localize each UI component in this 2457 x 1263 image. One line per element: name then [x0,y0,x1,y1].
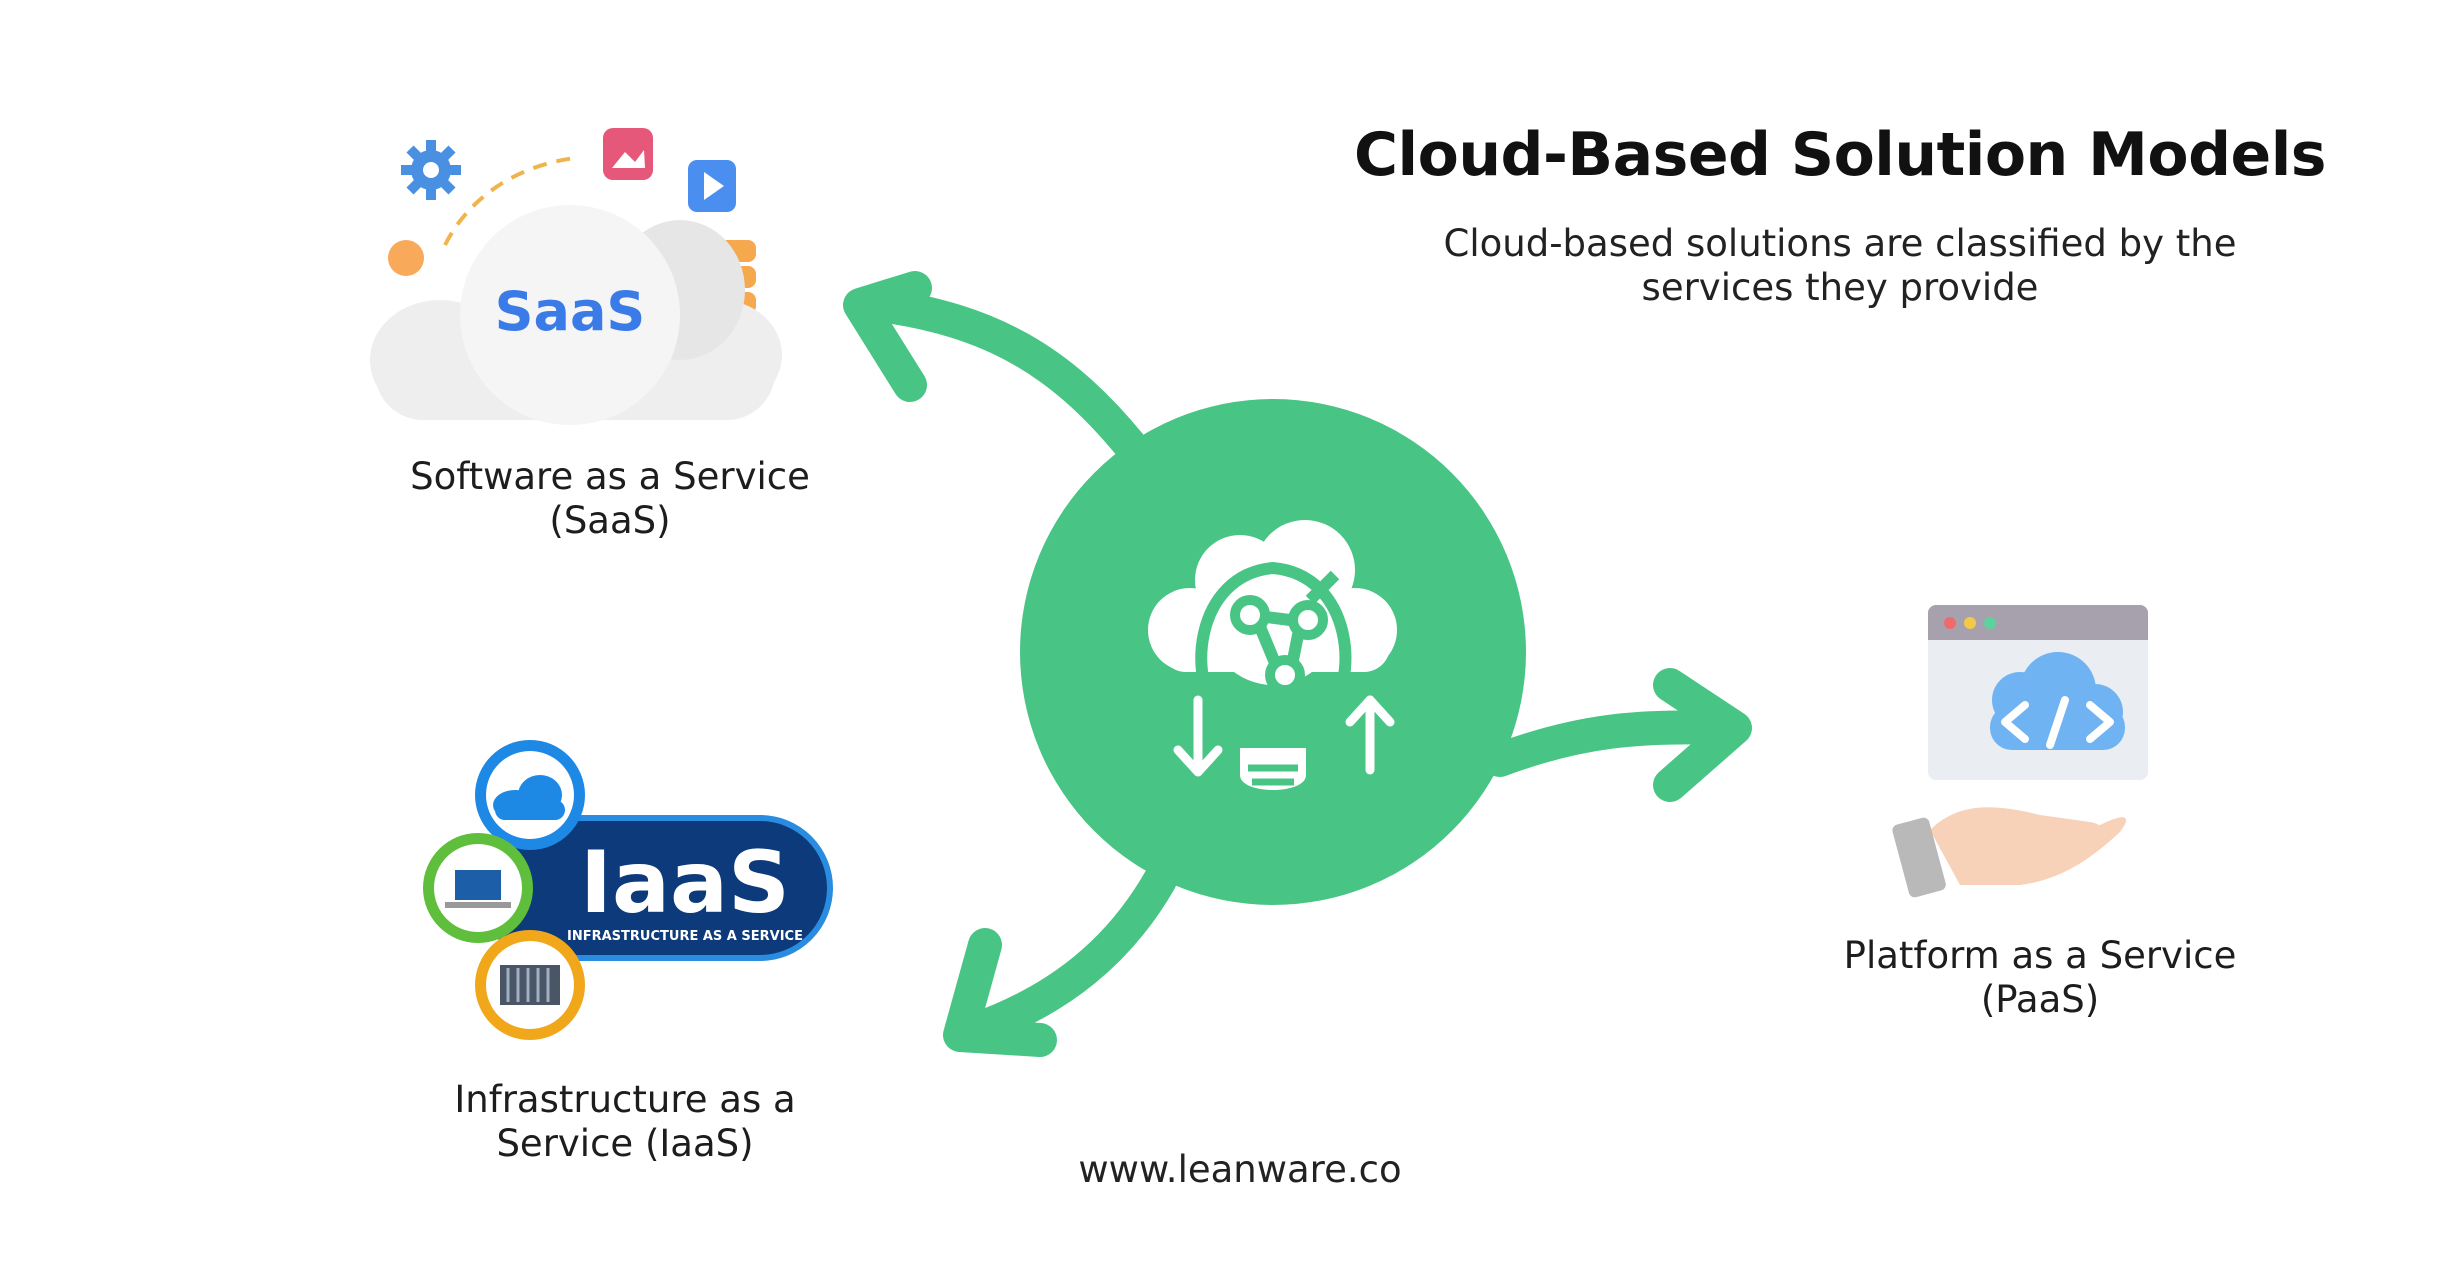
paas-label: Platform as a Service (PaaS) [1843,934,2237,1021]
page-subtitle: Cloud-based solutions are classified by … [1443,222,2237,309]
iaas-laptop-badge [423,833,533,943]
cloud-shape [370,205,782,425]
node-dots [1230,595,1328,695]
code-brackets-icon [2001,696,2114,749]
iaas-label: Infrastructure as a Service (IaaS) [454,1078,796,1165]
arrow-to-iaas [958,863,1177,1047]
arrow-to-saas [863,288,1147,462]
arrowhead-saas [843,271,932,402]
iaas-cloud-badge [475,740,585,850]
arrows-group [843,271,1752,1057]
arrow-to-paas [1483,710,1747,777]
page-title: Cloud-Based Solution Models [1354,120,2327,190]
iaas-server-badge [475,930,585,1040]
dashed-orbit [443,156,576,246]
transfer-arrows-icon [1173,695,1395,777]
iaas-icon: IaaS INFRASTRUCTURE AS A SERVICE [423,740,833,1040]
arrowhead-iaas [943,928,1057,1057]
website-url[interactable]: www.leanware.co [1078,1148,1402,1191]
saas-icon-text: SaaS [495,280,646,343]
bulb-base-lines [1248,764,1298,786]
laptop-icon [455,870,501,900]
saas-icon: SaaS [370,128,782,425]
saas-label: Software as a Service (SaaS) [410,455,810,542]
sleeve-cuff [1892,817,1946,898]
central-hub [1020,399,1526,905]
server-icon [500,965,560,1005]
play-icon [688,160,736,212]
orange-dot [388,240,424,276]
paas-icon [1892,605,2148,898]
hand-icon [1892,807,2127,898]
arrowhead-paas [1653,668,1752,802]
image-icon [603,128,653,180]
iaas-icon-subtext: INFRASTRUCTURE AS A SERVICE [567,929,803,944]
iaas-icon-text: IaaS [580,833,790,933]
gear-icon [401,140,461,200]
